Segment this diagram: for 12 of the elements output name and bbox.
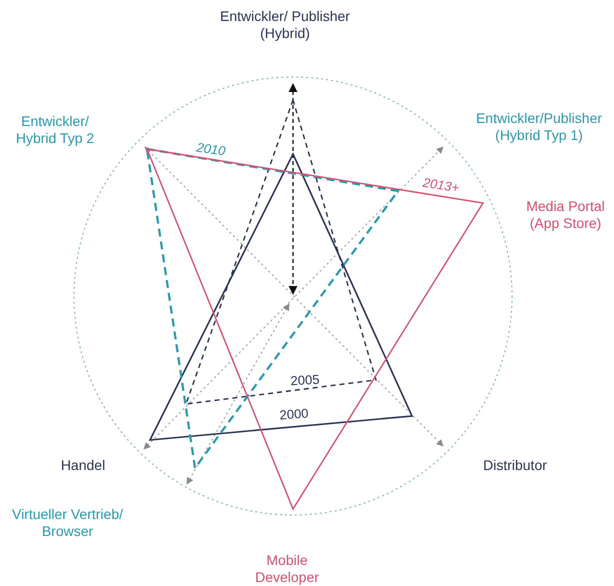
year-label: 2010 — [196, 140, 226, 158]
node-label: Distributor — [482, 457, 548, 474]
node-label: Handel — [60, 457, 106, 474]
year-label: 2000 — [279, 406, 309, 422]
node-label: Entwickler/Publisher (Hybrid Typ 1) — [474, 110, 604, 144]
node-label: Mobile Developer — [254, 552, 320, 586]
node-label: Virtueller Vertrieb/ Browser — [10, 506, 124, 540]
node-label: Entwickler/ Publisher (Hybrid) — [219, 8, 351, 42]
year-label: 2005 — [290, 372, 320, 388]
year-label: 2013+ — [422, 174, 460, 196]
node-label: Entwickler/ Hybrid Typ 2 — [14, 113, 96, 147]
node-label: Media Portal (App Store) — [525, 198, 606, 232]
